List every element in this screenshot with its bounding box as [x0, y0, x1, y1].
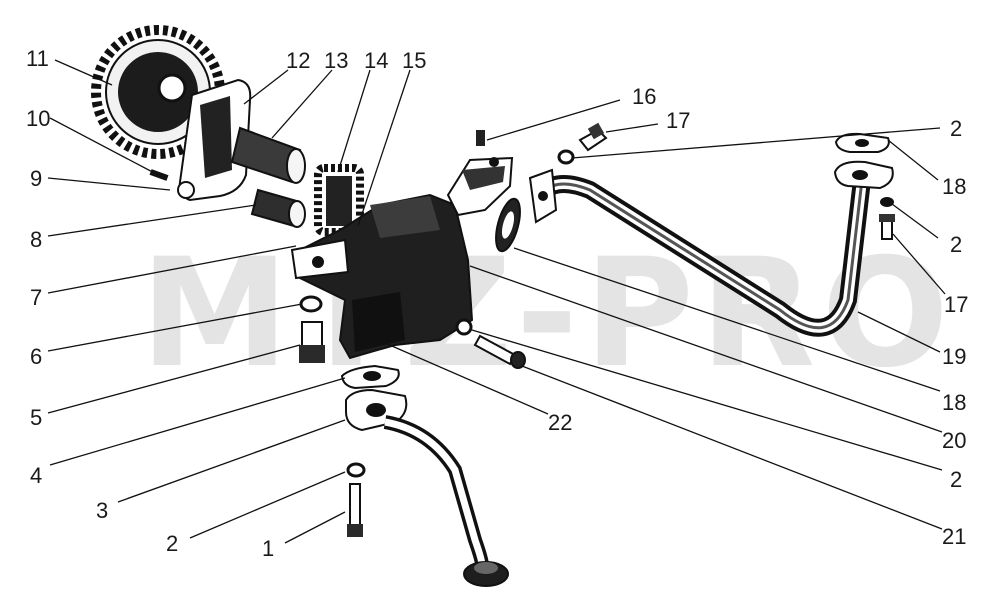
callout-22: 22	[548, 410, 572, 435]
bushing	[250, 188, 306, 228]
leader-17a	[605, 123, 659, 133]
callout-7: 7	[30, 285, 42, 310]
callout-2-right: 2	[950, 232, 962, 257]
callout-2-lower-right: 2	[950, 467, 962, 492]
left-small-parts	[299, 295, 325, 363]
parts-drawing	[91, 25, 895, 587]
callout-17-right: 17	[944, 292, 968, 317]
leader-10	[49, 117, 163, 178]
leader-2c	[891, 203, 939, 239]
leader-4	[49, 377, 346, 466]
leader-7	[47, 245, 297, 294]
leader-1	[284, 511, 346, 544]
leader-15	[357, 69, 411, 227]
gear-housing-bracket	[149, 78, 252, 202]
callout-2-top-right: 2	[950, 116, 962, 141]
leader-14	[337, 69, 371, 173]
callout-6: 6	[30, 344, 42, 369]
discharge-pipe	[528, 132, 894, 337]
callout-2: 2	[166, 531, 178, 556]
leader-lines	[47, 59, 946, 544]
callout-3: 3	[96, 498, 108, 523]
callout-18-top: 18	[942, 174, 966, 199]
callout-13: 13	[324, 48, 348, 73]
pump-arm	[446, 156, 514, 217]
leader-12	[243, 69, 289, 105]
leader-18b	[513, 247, 941, 392]
callout-4: 4	[30, 463, 42, 488]
callout-8: 8	[30, 227, 42, 252]
callout-1: 1	[262, 536, 274, 561]
callout-19: 19	[942, 344, 966, 369]
callout-17: 17	[666, 108, 690, 133]
callout-14: 14	[364, 48, 388, 73]
bottom-fasteners	[346, 462, 366, 537]
callout-10: 10	[26, 106, 50, 131]
right-fasteners	[476, 122, 895, 240]
callout-21: 21	[942, 524, 966, 549]
callout-16: 16	[632, 84, 656, 109]
leader-22	[384, 342, 549, 415]
leader-8	[47, 204, 257, 237]
leader-19	[857, 311, 941, 353]
leader-6	[47, 303, 303, 352]
callout-9: 9	[30, 166, 42, 191]
leader-17b	[892, 233, 946, 295]
callout-5: 5	[30, 405, 42, 430]
callout-11: 11	[26, 46, 49, 71]
leader-5	[47, 344, 301, 414]
lower-bolt	[455, 318, 526, 369]
leader-2b	[571, 127, 941, 159]
callout-15: 15	[402, 48, 426, 73]
callout-18-lower: 18	[942, 390, 966, 415]
pump-body	[290, 193, 474, 360]
flange-gasket	[495, 197, 521, 253]
drive-shaft	[230, 126, 306, 184]
leader-3	[117, 419, 346, 503]
callout-labels: 1 2 3 4 5 6 7 8 9 10 11 12 13 14 15 16 1…	[26, 46, 968, 561]
leader-11	[54, 59, 113, 86]
callout-12: 12	[286, 48, 310, 73]
watermark: MTZ-PRO	[140, 227, 955, 401]
callout-20: 20	[942, 428, 966, 453]
leader-20	[469, 265, 943, 433]
leader-13	[271, 69, 333, 139]
leader-18a	[887, 139, 939, 181]
leader-2d	[471, 329, 943, 471]
leader-9	[47, 177, 171, 191]
leader-2a	[189, 471, 346, 539]
leader-21	[521, 365, 943, 530]
suction-assembly	[340, 364, 509, 587]
leader-16	[486, 99, 621, 141]
